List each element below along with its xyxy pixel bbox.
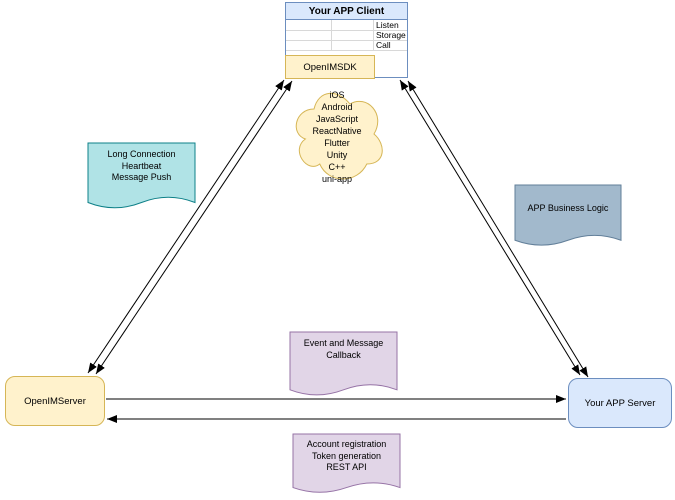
client-row-listen: Listen <box>376 20 399 30</box>
arrow-openimserver-sdk-2 <box>87 79 285 374</box>
client-grid-hline-3 <box>286 50 407 51</box>
note-app-business-logic-shape <box>514 184 622 246</box>
your-app-client-box: Your APP Client Listen Storage Call Open… <box>285 2 408 79</box>
platforms-list: iOS Android JavaScript ReactNative Flutt… <box>312 90 362 184</box>
client-grid-vline-1 <box>331 20 332 51</box>
client-row-call: Call <box>376 40 391 50</box>
your-app-server-label: Your APP Server <box>584 397 656 409</box>
note-event-callback-shape <box>289 331 398 396</box>
arrow-appserver-client-2 <box>399 79 581 376</box>
openimserver-box: OpenIMServer <box>5 376 105 426</box>
openimsdk-box: OpenIMSDK <box>285 55 375 79</box>
note-long-connection-text: Long Connection Heartbeat Message Push <box>107 149 176 182</box>
arrow-openimserver-sdk-1 <box>95 80 293 375</box>
note-account-registration-shape <box>292 433 401 493</box>
client-grid-hline-2 <box>286 40 407 41</box>
note-app-business-logic-text: APP Business Logic <box>527 203 609 213</box>
platforms-cloud-shape <box>295 92 383 180</box>
note-account-registration-text: Account registration Token generation RE… <box>306 439 387 472</box>
note-event-callback-text: Event and Message Callback <box>303 338 384 360</box>
client-grid-hline-1 <box>286 30 407 31</box>
client-grid-vline-2 <box>373 20 374 51</box>
your-app-client-title: Your APP Client <box>286 3 407 20</box>
openimserver-label: OpenIMServer <box>24 395 86 407</box>
client-row-storage: Storage <box>376 30 406 40</box>
openimsdk-label: OpenIMSDK <box>303 61 357 73</box>
your-app-server-box: Your APP Server <box>568 378 672 428</box>
